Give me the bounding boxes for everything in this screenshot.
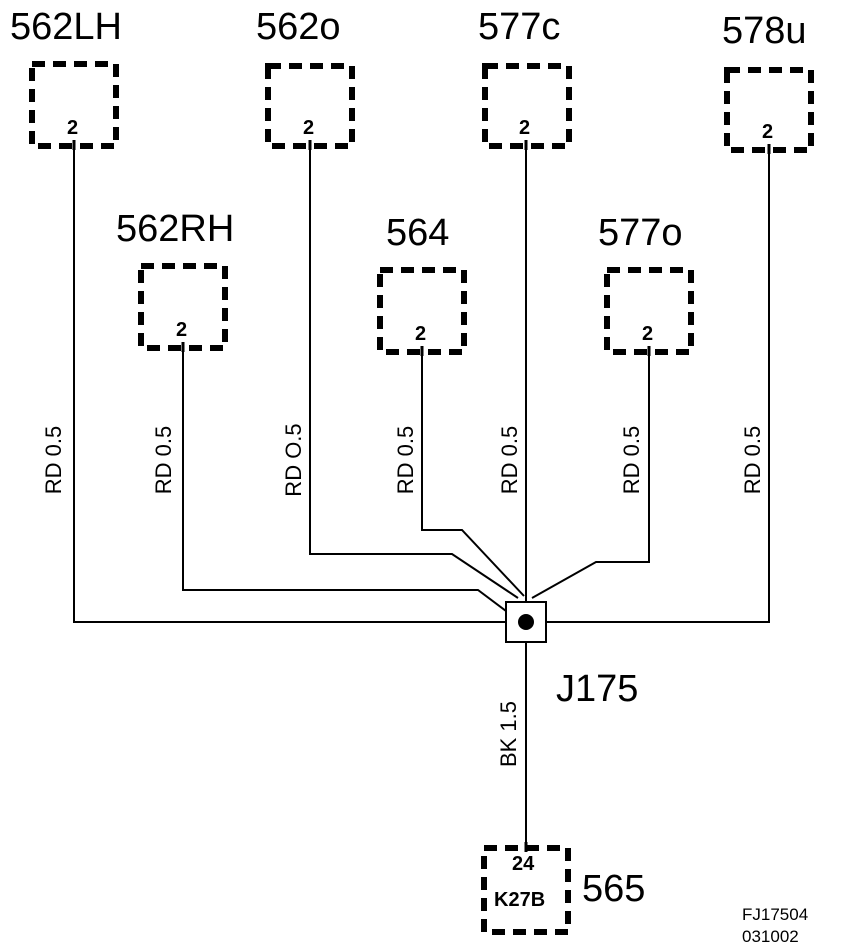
pin-number-564: 2 bbox=[415, 323, 427, 345]
component-title-578u: 578u bbox=[722, 10, 807, 52]
component-title-562o: 562o bbox=[256, 6, 341, 48]
component-title-565: 565 bbox=[582, 868, 646, 910]
pin-number-577c: 2 bbox=[519, 117, 531, 139]
pin-number-565: 24 bbox=[512, 853, 535, 875]
wire-label-562RH: RD 0.5 bbox=[151, 425, 176, 495]
wire-562o bbox=[309, 146, 519, 599]
component-title-562LH: 562LH bbox=[10, 6, 122, 48]
connector-562o bbox=[265, 63, 355, 149]
connector-577o bbox=[604, 267, 694, 355]
figure-date: 031002 bbox=[742, 927, 799, 946]
connector-577c bbox=[482, 63, 572, 149]
component-title-564: 564 bbox=[386, 212, 450, 254]
connector-578u bbox=[724, 67, 814, 153]
wire-562LH bbox=[73, 146, 510, 623]
junction-label: J175 bbox=[556, 668, 639, 710]
component-title-562RH: 562RH bbox=[116, 208, 235, 250]
connector-code-565: K27B bbox=[494, 889, 546, 911]
pin-number-562LH: 2 bbox=[67, 117, 79, 139]
wire-label-564: RD 0.5 bbox=[393, 425, 418, 495]
figure-ref: FJ17504 bbox=[742, 905, 809, 924]
wire-label-565: BK 1.5 bbox=[496, 700, 521, 768]
wire-577o bbox=[531, 352, 650, 599]
wire-562RH bbox=[182, 348, 511, 615]
connector-562RH bbox=[138, 263, 228, 351]
wire-578u bbox=[544, 150, 770, 623]
component-title-577o: 577o bbox=[598, 212, 683, 254]
wire-564 bbox=[421, 352, 525, 597]
connector-562LH bbox=[29, 61, 119, 149]
wire-label-578u: RD 0.5 bbox=[740, 425, 765, 495]
junction-dot bbox=[518, 614, 534, 630]
pin-number-562o: 2 bbox=[303, 117, 315, 139]
wire-label-562LH: RD 0.5 bbox=[41, 425, 66, 495]
wire-label-562o: RD O.5 bbox=[281, 423, 306, 497]
pin-number-578u: 2 bbox=[762, 121, 774, 143]
connector-564 bbox=[377, 267, 467, 355]
wire-label-577c: RD 0.5 bbox=[497, 425, 522, 495]
pin-number-562RH: 2 bbox=[176, 319, 188, 341]
component-title-577c: 577c bbox=[478, 6, 561, 48]
wire-label-577o: RD 0.5 bbox=[619, 425, 644, 495]
pin-number-577o: 2 bbox=[642, 323, 654, 345]
